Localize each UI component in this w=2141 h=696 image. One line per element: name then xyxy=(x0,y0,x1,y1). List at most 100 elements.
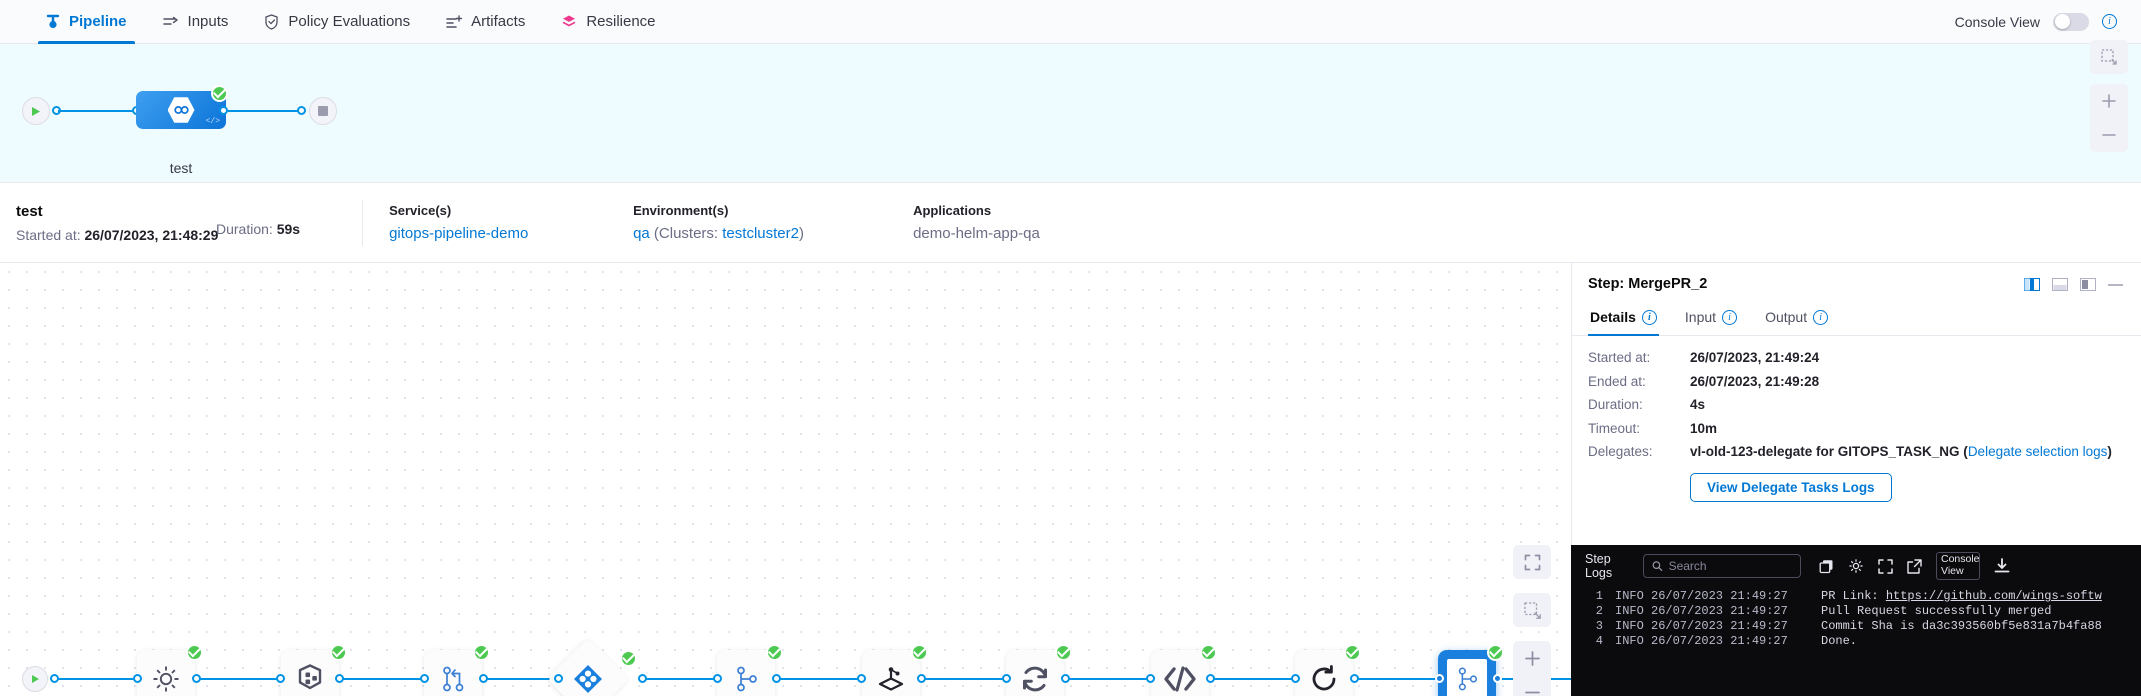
logs-search-box[interactable] xyxy=(1643,554,1801,578)
tab-output[interactable]: Output i xyxy=(1763,305,1830,335)
step-node-service[interactable]: </> xyxy=(137,650,195,696)
sync-icon xyxy=(1023,666,1047,692)
right-view-icon[interactable] xyxy=(2080,277,2096,291)
tab-artifacts[interactable]: Artifacts xyxy=(428,0,543,44)
console-view-toggle[interactable] xyxy=(2053,12,2089,31)
pipeline-start-node[interactable] xyxy=(22,97,50,125)
status-badge-success xyxy=(1055,644,1072,661)
top-navigation-bar: Pipeline Inputs Policy Evaluations Artif… xyxy=(0,0,2141,44)
tab-input[interactable]: Input i xyxy=(1683,305,1739,335)
log-message: Pull Request successfully merged xyxy=(1821,604,2052,618)
fullscreen-icon[interactable] xyxy=(1513,545,1551,579)
open-external-icon[interactable] xyxy=(1907,558,1922,574)
fetch-apps-icon xyxy=(878,667,904,691)
step-details-tabs: Details i Input i Output i xyxy=(1572,305,2141,336)
connector-dot xyxy=(554,674,563,683)
bottom-view-icon[interactable] xyxy=(2052,277,2068,291)
gitops-stage-icon xyxy=(167,97,195,123)
shield-check-icon xyxy=(264,13,279,30)
pipeline-icon xyxy=(46,14,60,30)
step-node-merge-pr[interactable]: </> xyxy=(717,650,775,696)
revert-icon xyxy=(1312,665,1336,691)
overview-zoom-out-button[interactable] xyxy=(2090,118,2128,152)
tab-input-label: Input xyxy=(1684,309,1717,325)
tab-policy-evaluations[interactable]: Policy Evaluations xyxy=(246,0,428,44)
stage-label: test xyxy=(169,160,193,176)
tab-pipeline[interactable]: Pipeline xyxy=(28,0,145,44)
fit-to-screen-icon[interactable] xyxy=(2090,40,2128,74)
cluster-link[interactable]: testcluster2 xyxy=(722,225,799,242)
graph-zoom-in-button[interactable] xyxy=(1513,641,1551,675)
log-line: 2 INFO 26/07/2023 21:49:27 Pull Request … xyxy=(1571,604,2141,619)
info-icon[interactable]: i xyxy=(2102,14,2117,29)
step-node-mergepr-2[interactable]: </> xyxy=(1438,650,1496,696)
log-line: 1 INFO 26/07/2023 21:49:27 PR Link: http… xyxy=(1571,589,2141,604)
download-icon[interactable] xyxy=(1994,558,2010,574)
pipeline-end-node[interactable] xyxy=(309,97,337,125)
resilience-icon xyxy=(561,14,577,30)
tab-artifacts-label: Artifacts xyxy=(471,13,526,30)
delegate-selection-logs-link[interactable]: Delegate selection logs xyxy=(1967,444,2108,459)
clusters-suffix: ) xyxy=(798,225,804,242)
graph-start-node[interactable] xyxy=(22,666,48,692)
tab-details[interactable]: Details i xyxy=(1588,305,1659,336)
connector-line xyxy=(923,678,1005,680)
log-timestamp: 26/07/2023 21:49:27 xyxy=(1651,604,1788,618)
stage-overview-canvas[interactable]: </> test xyxy=(0,44,2078,183)
step-node-update-release-repo[interactable]: </> xyxy=(424,650,482,696)
log-line-number: 1 xyxy=(1595,589,1603,603)
step-logs-console: Step Logs Console View xyxy=(1571,545,2141,696)
logs-search-input[interactable] xyxy=(1668,559,1792,573)
logs-console-view-toggle[interactable]: Console View xyxy=(1936,552,1980,580)
environment-link[interactable]: qa xyxy=(633,225,650,242)
graph-zoom-out-button[interactable] xyxy=(1513,675,1551,696)
log-line-number: 3 xyxy=(1595,619,1603,633)
delegate-text: vl-old-123-delegate for GITOPS_TASK_NG ( xyxy=(1690,444,1968,459)
step-node-shellscript-1[interactable]: </> xyxy=(1151,650,1209,696)
execution-summary-bar: test Started at: 26/07/2023, 21:48:29 Du… xyxy=(0,183,2141,263)
logs-console-view-line1: Console xyxy=(1941,553,1980,566)
status-badge-success xyxy=(1200,644,1217,661)
step-node-harness-approval[interactable] xyxy=(546,637,630,696)
log-link[interactable]: https://github.com/wings-softw xyxy=(1885,589,2102,603)
step-details-list: Started at: 26/07/2023, 21:49:24 Ended a… xyxy=(1572,336,2141,502)
console-view-label: Console View xyxy=(1954,13,2040,30)
service-link[interactable]: gitops-pipeline-demo xyxy=(389,225,529,242)
log-level: INFO xyxy=(1615,619,1644,633)
minimize-panel-button[interactable]: — xyxy=(2108,275,2123,293)
environment-value-row: qa (Clusters: testcluster2) xyxy=(633,225,913,242)
detail-row-ended-at: Ended at: 26/07/2023, 21:49:28 xyxy=(1588,374,2125,389)
divider xyxy=(362,199,364,246)
step-node-revertpr-1[interactable]: </> xyxy=(1295,650,1353,696)
info-icon[interactable]: i xyxy=(1722,309,1738,325)
step-node-gitopsclusters[interactable]: </> xyxy=(281,650,339,696)
tab-inputs[interactable]: Inputs xyxy=(145,0,247,44)
connector-dot xyxy=(297,106,306,115)
gear-icon[interactable] xyxy=(1848,558,1864,574)
logs-output[interactable]: 1 INFO 26/07/2023 21:49:27 PR Link: http… xyxy=(1571,587,2141,649)
fit-to-screen-icon[interactable] xyxy=(1513,593,1551,627)
step-node-sync[interactable]: </> xyxy=(1006,650,1064,696)
execution-title-block: test Started at: 26/07/2023, 21:48:29 xyxy=(0,203,300,243)
artifacts-icon xyxy=(446,14,463,29)
connector-line xyxy=(778,678,860,680)
nav-tab-list: Pipeline Inputs Policy Evaluations Artif… xyxy=(0,0,674,44)
info-icon[interactable]: i xyxy=(1641,309,1657,325)
connector-dot xyxy=(1291,674,1300,683)
detail-value: 10m xyxy=(1690,420,1718,436)
split-view-icon[interactable] xyxy=(2024,277,2040,291)
logs-title-line1: Step xyxy=(1585,551,1611,566)
execution-graph-canvas[interactable]: </> Service </> GitopsClusters </> Updat… xyxy=(0,263,1571,696)
tab-resilience[interactable]: Resilience xyxy=(543,0,673,44)
detail-value: vl-old-123-delegate for GITOPS_TASK_NG (… xyxy=(1690,444,2112,459)
info-icon[interactable]: i xyxy=(1813,309,1829,325)
connector-dot xyxy=(857,674,866,683)
merge-pr-icon xyxy=(1458,667,1478,691)
step-node-fetch-linked-apps[interactable]: </> xyxy=(862,650,920,696)
overview-zoom-in-button[interactable] xyxy=(2090,84,2128,118)
copy-icon[interactable] xyxy=(1819,559,1834,574)
log-message: PR Link: https://github.com/wings-softw xyxy=(1821,589,2102,603)
clusters-prefix: (Clusters: xyxy=(649,225,723,242)
fullscreen-icon[interactable] xyxy=(1878,558,1893,574)
view-delegate-tasks-logs-button[interactable]: View Delegate Tasks Logs xyxy=(1690,472,1892,502)
